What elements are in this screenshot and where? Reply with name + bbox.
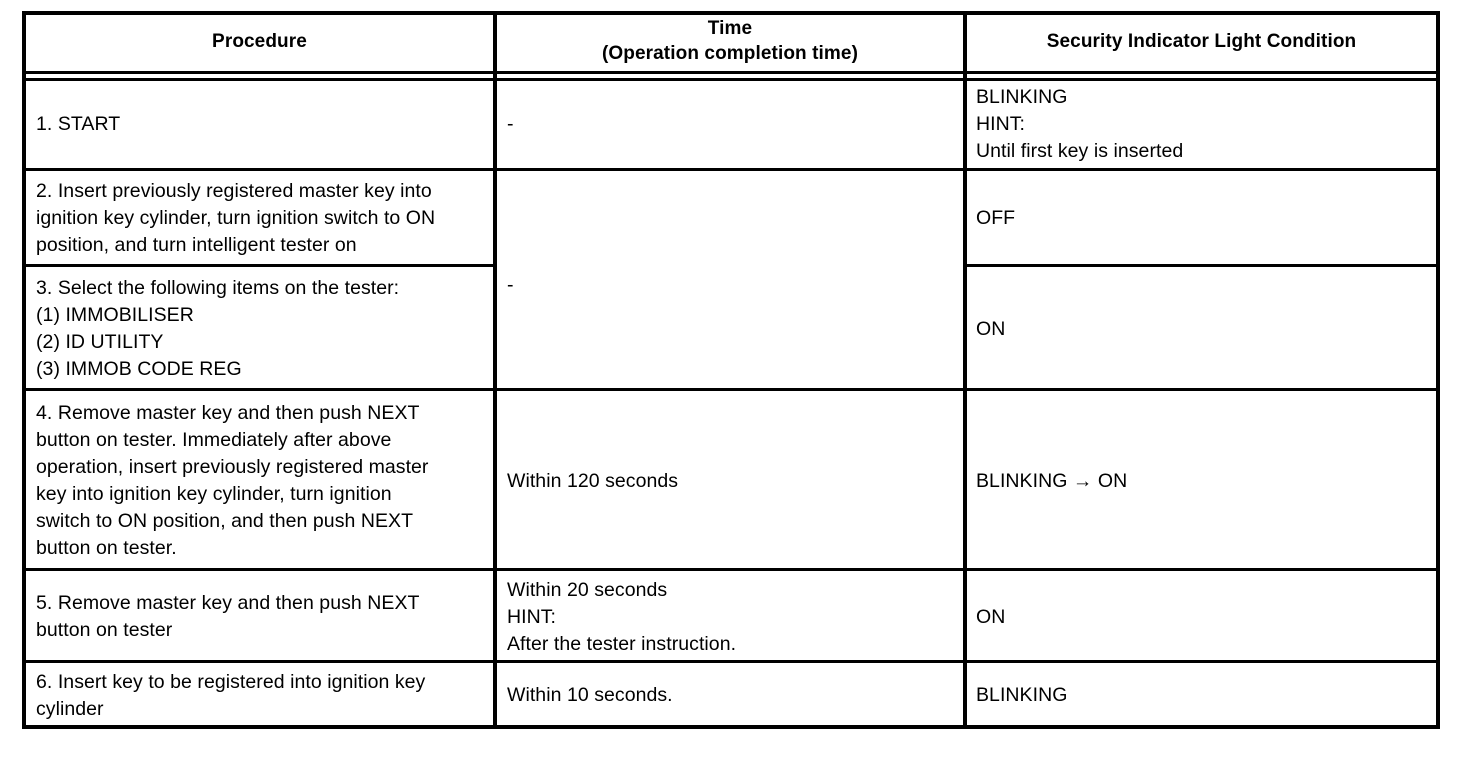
- column-header-procedure-text: Procedure: [212, 30, 307, 52]
- table-row: 2. Insert previously registered master k…: [36, 174, 493, 262]
- row-separator-5: [22, 660, 1440, 663]
- table-row: 6. Insert key to be registered into igni…: [36, 666, 493, 725]
- row-separator-2-condition: [963, 264, 1440, 267]
- cell-time-line: Within 120 seconds: [507, 469, 679, 492]
- cell-procedure-line: 2. Insert previously registered master k…: [36, 179, 432, 202]
- table-row: 1. START: [36, 81, 493, 168]
- row-separator-3: [22, 388, 1440, 391]
- cell-condition: BLINKING → ON: [976, 394, 1436, 568]
- cell-procedure-line: button on tester.: [36, 537, 177, 559]
- table-row: 3. Select the following items on the tes…: [36, 270, 493, 388]
- table-border-left: [22, 11, 26, 729]
- cell-condition-line: ON: [976, 317, 1006, 340]
- cell-condition-line: BLINKING: [976, 684, 1068, 706]
- cell-condition: ON: [976, 270, 1436, 388]
- cell-time-hint-label: HINT:: [507, 605, 556, 628]
- cell-procedure-line: operation, insert previously registered …: [36, 456, 429, 478]
- cell-procedure-line: ignition key cylinder, turn ignition swi…: [36, 206, 436, 229]
- table-border-top: [22, 11, 1440, 15]
- cell-procedure-line: 1. START: [36, 113, 121, 135]
- row-separator-1: [22, 168, 1440, 171]
- cell-condition-line: OFF: [976, 206, 1016, 229]
- cell-time-line: Within 10 seconds.: [507, 684, 673, 706]
- column-separator-time-condition: [963, 11, 967, 729]
- cell-condition-hint-text: Until first key is inserted: [976, 140, 1184, 162]
- cell-time-line: -: [507, 274, 514, 296]
- column-header-time-subtext: (Operation completion time): [601, 43, 859, 64]
- cell-procedure-line: key into ignition key cylinder, turn ign…: [36, 483, 392, 505]
- cell-procedure-line: (1) IMMOBILISER: [36, 304, 194, 326]
- cell-procedure-line: 4. Remove master key and then push NEXT: [36, 402, 420, 424]
- column-header-time: Time (Operation completion time): [497, 11, 963, 71]
- cell-procedure-line: 5. Remove master key and then push NEXT: [36, 592, 420, 614]
- column-header-procedure: Procedure: [26, 11, 493, 71]
- table-row: 4. Remove master key and then push NEXT …: [36, 394, 493, 568]
- cell-condition-line: BLINKING → ON: [976, 469, 1128, 492]
- row-separator-2-procedure: [22, 264, 493, 267]
- cell-time: Within 10 seconds.: [507, 666, 963, 725]
- cell-condition: ON: [976, 574, 1436, 660]
- cell-time: Within 120 seconds: [507, 394, 963, 568]
- cell-condition-line: BLINKING: [976, 86, 1068, 108]
- cell-condition: OFF: [976, 174, 1436, 262]
- table-border-bottom: [22, 725, 1440, 729]
- table-row: 5. Remove master key and then push NEXT …: [36, 574, 493, 660]
- header-rule-lower: [22, 78, 1440, 81]
- cell-condition-line: ON: [976, 605, 1006, 628]
- header-rule-upper: [22, 71, 1440, 74]
- row-separator-4: [22, 568, 1440, 571]
- cell-procedure-line: switch to ON position, and then push NEX…: [36, 510, 414, 532]
- cell-condition: BLINKING HINT: Until first key is insert…: [976, 81, 1436, 168]
- cell-procedure-line: (3) IMMOB CODE REG: [36, 358, 242, 380]
- cell-time: -: [507, 81, 963, 168]
- column-header-condition: Security Indicator Light Condition: [967, 11, 1436, 71]
- cell-condition: BLINKING: [976, 666, 1436, 725]
- cell-procedure-line: position, and turn intelligent tester on: [36, 233, 357, 256]
- cell-procedure-line: 3. Select the following items on the tes…: [36, 277, 400, 299]
- table-border-right: [1436, 11, 1440, 729]
- cell-time-line: Within 20 seconds: [507, 578, 668, 601]
- cell-time-merged: -: [507, 272, 963, 300]
- cell-procedure-line: 6. Insert key to be registered into igni…: [36, 670, 426, 693]
- column-header-time-text: Time: [707, 18, 753, 39]
- column-header-condition-text: Security Indicator Light Condition: [1046, 30, 1357, 52]
- cell-procedure-line: button on tester. Immediately after abov…: [36, 429, 392, 451]
- cell-procedure-line: cylinder: [36, 697, 104, 720]
- cell-time: Within 20 seconds HINT: After the tester…: [507, 574, 963, 660]
- cell-condition-hint-label: HINT:: [976, 113, 1025, 135]
- column-separator-procedure-time: [493, 11, 497, 729]
- cell-time-line: -: [507, 113, 514, 135]
- cell-procedure-line: button on tester: [36, 619, 173, 641]
- cell-procedure-line: (2) ID UTILITY: [36, 331, 164, 353]
- cell-time-hint-text: After the tester instruction.: [507, 632, 737, 655]
